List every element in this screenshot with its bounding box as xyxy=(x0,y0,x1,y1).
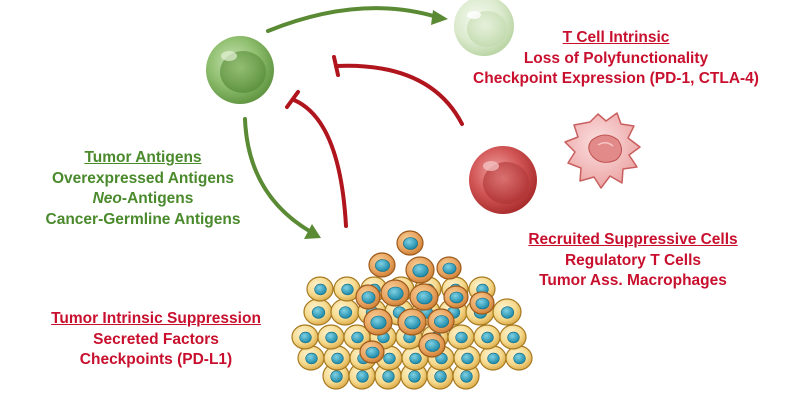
tumor-cell-proliferating xyxy=(405,256,435,284)
tumor-cell xyxy=(291,324,319,350)
tumor-cell xyxy=(303,298,333,326)
recruited-suppressive-cells-heading: Recruited Suppressive Cells xyxy=(528,231,738,248)
tumor-antigens-heading: Tumor Antigens xyxy=(84,149,202,166)
tumor-cell xyxy=(323,345,351,371)
regulatory-t-cells-text: Regulatory T Cells xyxy=(564,251,702,269)
tumor-cell-proliferating xyxy=(427,308,455,334)
neo-antigens-suffix: -Antigens xyxy=(121,190,194,207)
tumor-cell xyxy=(505,345,533,371)
naive-t-cell-icon xyxy=(206,36,274,104)
tumor-cell-proliferating xyxy=(436,256,462,280)
neo-antigens-text: Neo-Antigens xyxy=(8,189,278,210)
tumor-cell xyxy=(330,298,360,326)
inhibition-arrow-to-t-cell-from-suppressive-cells xyxy=(334,63,464,126)
tumor-cell xyxy=(492,298,522,326)
tumor-cell-proliferating xyxy=(363,308,393,336)
tumor-antigens-label-block: Tumor Antigens Overexpressed Antigens Ne… xyxy=(8,148,278,230)
tumor-cell-proliferating xyxy=(380,279,410,307)
checkpoints-pd-l1-text: Checkpoints (PD-L1) xyxy=(79,351,233,368)
tumor-cell xyxy=(297,345,325,371)
tumor-cell xyxy=(306,276,334,302)
t-cell-intrinsic-label-block: T Cell Intrinsic Loss of Polyfunctionali… xyxy=(436,28,796,90)
tumor-cell xyxy=(447,324,475,350)
cancer-germline-antigens-text: Cancer-Germline Antigens xyxy=(45,210,241,228)
checkpoint-expression-text: Checkpoint Expression (PD-1, CTLA-4) xyxy=(473,70,759,87)
activation-arrow-to-tumor xyxy=(243,117,313,234)
tumor-cell-proliferating xyxy=(359,340,385,364)
macrophage-icon xyxy=(564,112,641,189)
activation-arrow-to-exhausted-t-cell xyxy=(266,6,439,33)
neo-prefix: Neo xyxy=(92,190,122,207)
arrowhead-to-tumor xyxy=(304,224,321,239)
tumor-cell xyxy=(317,324,345,350)
recruited-suppressive-cells-label-block: Recruited Suppressive Cells Regulatory T… xyxy=(503,230,763,292)
tumor-cell-cluster-icon xyxy=(291,230,533,390)
tumor-cell xyxy=(479,345,507,371)
tumor-cell-proliferating xyxy=(443,285,469,309)
loss-of-polyfunctionality-text: Loss of Polyfunctionality xyxy=(523,49,709,67)
t-cell-intrinsic-heading: T Cell Intrinsic xyxy=(562,29,670,46)
inhibition-arrow-from-tumor-to-t-cell xyxy=(292,98,348,228)
regulatory-t-cell-icon xyxy=(469,146,537,214)
inhibition-bar-t-cell-top xyxy=(332,55,340,77)
inhibition-bar-t-cell-bottom xyxy=(285,90,300,109)
tumor-cell xyxy=(499,324,527,350)
tumor-intrinsic-suppression-label-block: Tumor Intrinsic Suppression Secreted Fac… xyxy=(26,309,286,371)
tumor-cell-proliferating xyxy=(409,283,439,311)
tumor-cell-proliferating xyxy=(396,230,424,256)
tumor-cell-proliferating xyxy=(469,291,495,315)
tumor-intrinsic-suppression-heading: Tumor Intrinsic Suppression xyxy=(51,310,261,327)
exhausted-t-cell-icon xyxy=(454,0,514,56)
tumor-cell xyxy=(343,324,371,350)
tumor-ass-macrophages-text: Tumor Ass. Macrophages xyxy=(539,272,727,289)
tumor-cell-proliferating xyxy=(355,284,381,310)
tumor-cell-proliferating xyxy=(418,332,446,358)
tumor-cell xyxy=(473,324,501,350)
secreted-factors-text: Secreted Factors xyxy=(93,330,219,348)
overexpressed-antigens-text: Overexpressed Antigens xyxy=(51,169,235,187)
tumor-cell xyxy=(453,345,481,371)
arrowhead-to-exhausted-t-cell xyxy=(431,10,448,25)
tumor-cell-proliferating xyxy=(397,308,427,336)
tumor-cell-proliferating xyxy=(368,252,396,278)
